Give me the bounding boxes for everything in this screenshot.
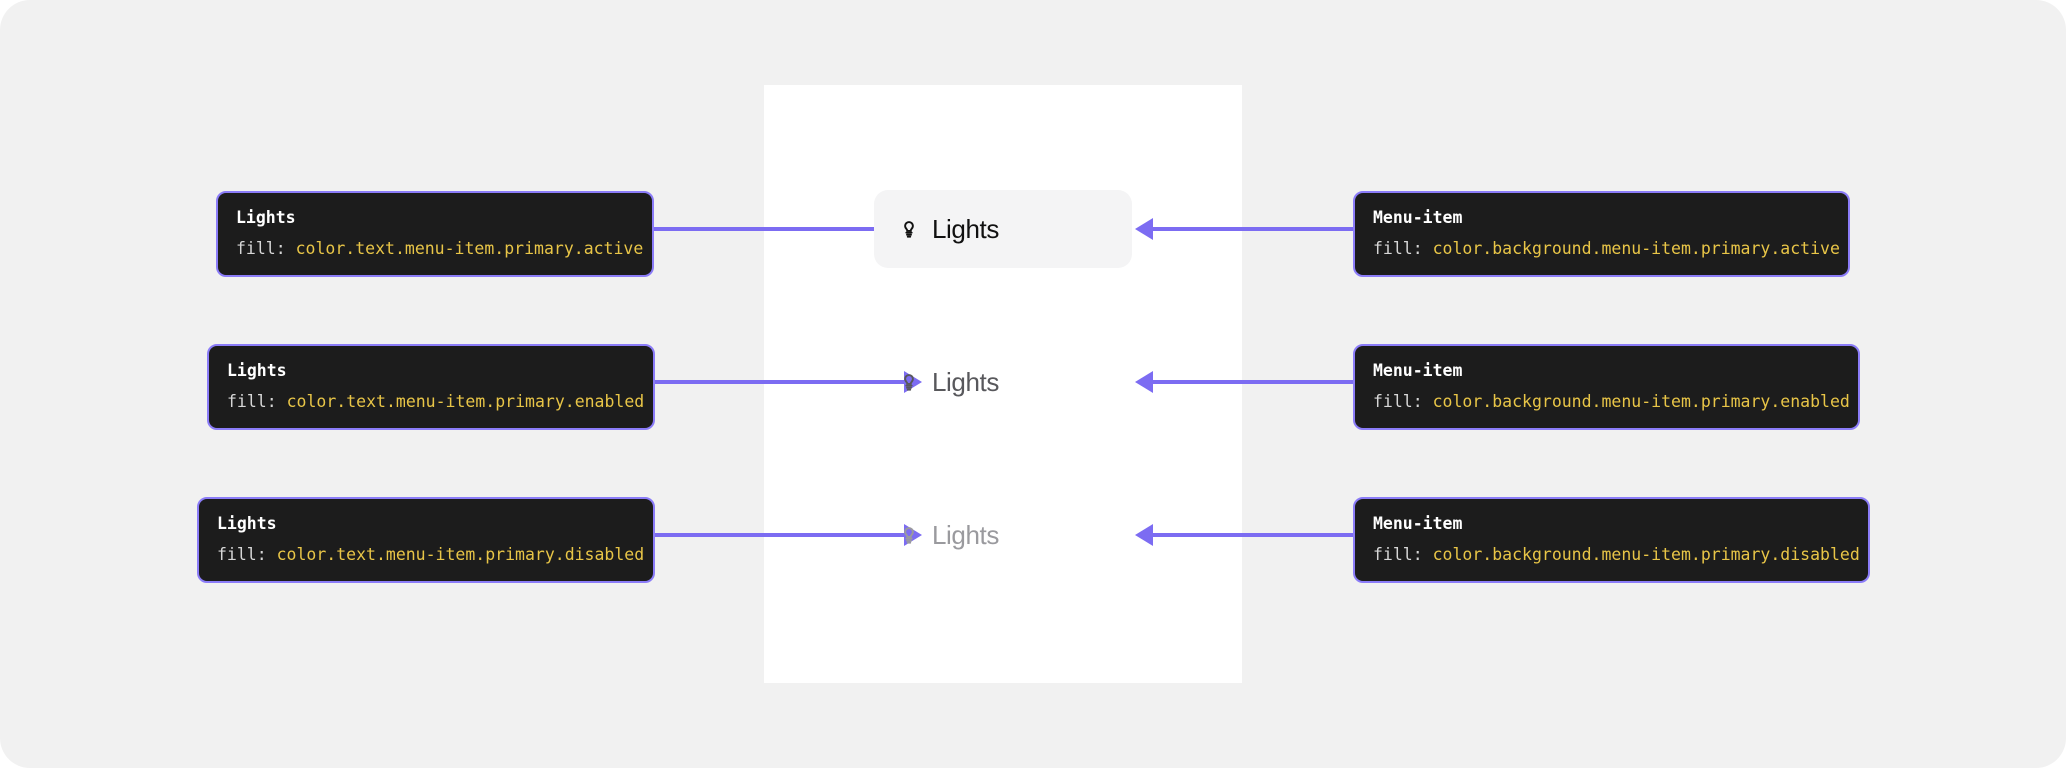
tooltip-title: Menu-item [1373,208,1463,227]
arrowhead-left-icon [1135,371,1153,393]
tooltip-property-name: fill: [227,391,277,411]
connector-line-text-active [654,227,904,231]
menu-item-lights-active[interactable]: Lights [874,190,1132,268]
tooltip-title: Lights [227,361,287,380]
tooltip-property-name: fill: [236,238,286,258]
text-token-tooltip-enabled: Lights fill: color.text.menu-item.primar… [207,344,655,430]
tooltip-token-value: color.background.menu-item.primary.activ… [1432,238,1840,258]
connector-line-background-active [1153,227,1353,231]
background-token-tooltip-enabled: Menu-item fill: color.background.menu-it… [1353,344,1860,430]
menu-item-lights-enabled[interactable]: Lights [874,343,1132,421]
tooltip-property: fill: color.text.menu-item.primary.enabl… [227,391,644,411]
background-token-tooltip-active: Menu-item fill: color.background.menu-it… [1353,191,1850,277]
tooltip-title: Lights [236,208,296,227]
tooltip-title: Lights [217,514,277,533]
connector-line-background-enabled [1153,380,1353,384]
tooltip-property-name: fill: [1373,238,1423,258]
arrowhead-left-icon [1135,218,1153,240]
lightbulb-icon [904,527,914,544]
text-token-tooltip-active: Lights fill: color.text.menu-item.primar… [216,191,654,277]
text-token-tooltip-disabled: Lights fill: color.text.menu-item.primar… [197,497,655,583]
tooltip-token-value: color.background.menu-item.primary.disab… [1432,544,1860,564]
menu-item-label: Lights [932,366,999,397]
tooltip-token-value: color.text.menu-item.primary.disabled [276,544,645,564]
connector-line-text-enabled [655,380,904,384]
connector-line-text-disabled [655,533,904,537]
tooltip-property-name: fill: [1373,544,1423,564]
tooltip-property: fill: color.text.menu-item.primary.activ… [236,238,643,258]
tooltip-property: fill: color.text.menu-item.primary.disab… [217,544,644,564]
connector-line-background-disabled [1153,533,1353,537]
tooltip-property: fill: color.background.menu-item.primary… [1373,391,1850,411]
tooltip-token-value: color.text.menu-item.primary.enabled [286,391,645,411]
tooltip-property-name: fill: [217,544,267,564]
arrowhead-left-icon [1135,524,1153,546]
menu-item-label: Lights [932,213,999,244]
tooltip-title: Menu-item [1373,514,1463,533]
tooltip-token-value: color.background.menu-item.primary.enabl… [1432,391,1850,411]
background-token-tooltip-disabled: Menu-item fill: color.background.menu-it… [1353,497,1870,583]
tooltip-property: fill: color.background.menu-item.primary… [1373,238,1840,258]
tooltip-property-name: fill: [1373,391,1423,411]
lightbulb-icon [904,221,914,238]
lightbulb-icon [904,374,914,391]
device-preview-panel [764,85,1242,683]
tooltip-property: fill: color.background.menu-item.primary… [1373,544,1860,564]
tooltip-token-value: color.text.menu-item.primary.active [295,238,644,258]
menu-item-lights-disabled[interactable]: Lights [874,496,1132,574]
menu-item-label: Lights [932,519,999,550]
tooltip-title: Menu-item [1373,361,1463,380]
